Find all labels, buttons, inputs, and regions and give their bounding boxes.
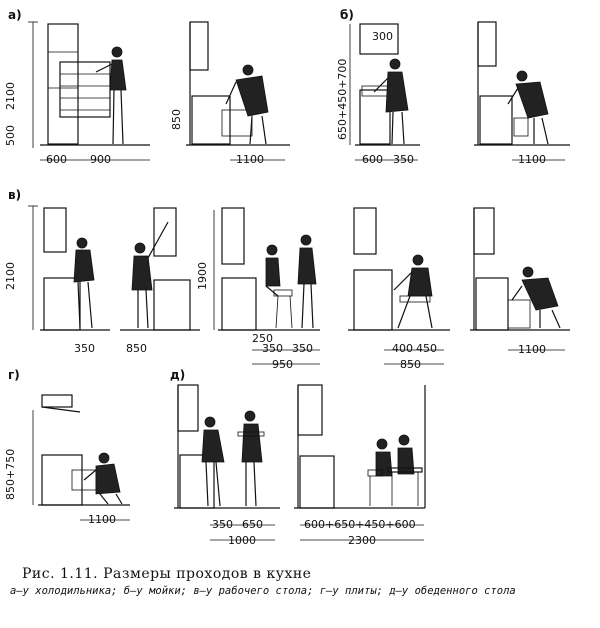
section-label-a: а) <box>8 8 22 22</box>
dim-d2-widths: 600+650+450+600 <box>304 518 416 531</box>
caption-subtitle: а—у холодильника; б—у мойки; в—у рабочег… <box>10 585 516 597</box>
panel-v5: 1100 <box>470 207 570 356</box>
section-label-v: в) <box>8 188 21 202</box>
panel-b2: 1100 <box>474 21 570 166</box>
dim-a2-850: 850 <box>170 109 183 130</box>
panel-v2: 850 <box>120 207 200 355</box>
dim-v4-450: 450 <box>416 342 437 355</box>
dim-g-1100: 1100 <box>88 513 116 526</box>
dim-a2-1100: 1100 <box>236 153 264 166</box>
panel-g: г) 850+750 1100 <box>4 368 130 526</box>
panel-b1: б) 650+450+700 300 600 350 <box>336 8 420 166</box>
panel-a1: а) 2100 500 600 900 <box>4 8 150 166</box>
dim-b-300: 300 <box>372 30 393 43</box>
panel-v3: 1900 250 350 350 950 <box>196 207 320 371</box>
section-label-b: б) <box>340 8 354 22</box>
dim-a-600: 600 <box>46 153 67 166</box>
dim-b-height: 650+450+700 <box>336 59 349 140</box>
dim-d2-2300: 2300 <box>348 534 376 547</box>
dim-b-350: 350 <box>393 153 414 166</box>
kitchen-passage-diagram: а) 2100 500 600 900 850 <box>4 8 570 547</box>
dim-d1-1000: 1000 <box>228 534 256 547</box>
dim-v2-850: 850 <box>126 342 147 355</box>
dim-v4-850: 850 <box>400 358 421 371</box>
dim-v3-950: 950 <box>272 358 293 371</box>
dim-d1-350: 350 <box>212 518 233 531</box>
dim-a-500: 500 <box>4 125 17 146</box>
dim-v4-400: 400 <box>392 342 413 355</box>
panel-d2: 600+650+450+600 2300 <box>294 384 426 547</box>
dim-a-900: 900 <box>90 153 111 166</box>
dim-b-600: 600 <box>362 153 383 166</box>
dim-v3-350a: 350 <box>262 342 283 355</box>
dim-g-height: 850+750 <box>4 449 17 500</box>
dim-v5-1100: 1100 <box>518 343 546 356</box>
panel-d1: д) 350 650 1000 <box>170 368 280 547</box>
dim-v-2100: 2100 <box>4 262 17 290</box>
panel-v1: в) 2100 350 <box>4 188 110 355</box>
dim-v-1900: 1900 <box>196 262 209 290</box>
panel-a2: 850 1100 <box>170 21 290 166</box>
dim-v1-350: 350 <box>74 342 95 355</box>
section-label-g: г) <box>8 368 20 382</box>
dim-b2-1100: 1100 <box>518 153 546 166</box>
section-label-d: д) <box>170 368 185 382</box>
dim-a-2100: 2100 <box>4 82 17 110</box>
dim-v3-250: 250 <box>252 332 273 345</box>
dim-d1-650: 650 <box>242 518 263 531</box>
figure-caption: Рис. 1.11. Размеры проходов в кухне а—у … <box>10 566 590 597</box>
dim-v3-350b: 350 <box>292 342 313 355</box>
caption-title: Рис. 1.11. Размеры проходов в кухне <box>22 566 312 582</box>
panel-v4: 400 450 850 <box>348 207 450 371</box>
